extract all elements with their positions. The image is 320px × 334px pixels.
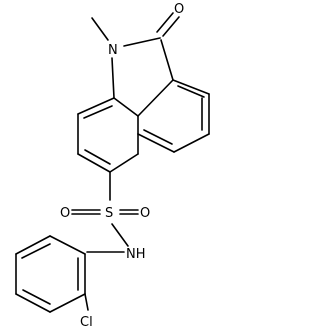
bond-ar-left-4 [109,153,139,173]
bond-ring-fusion-2 [137,79,174,117]
structure-canvas: N O S O O NH Cl [15,2,210,330]
bond-ph-1 [49,235,86,255]
bond-carbonyl-oxygen [162,16,180,37]
bond-ar-right-6-inner [177,85,205,98]
atom-n-amide: NH [126,247,146,262]
bond-c-cl [84,293,89,311]
atom-o-sulfonyl-left: O [60,206,70,221]
bond-ph-2-inner [21,243,51,259]
bond-ar-left-1 [77,97,115,115]
atom-cl: Cl [80,315,93,330]
atom-n-ring: N [108,43,118,58]
bond-ar-right-4-inner [143,129,173,145]
bond-n-carbonyl [123,37,161,47]
bond-ar-right-3 [173,133,210,153]
bond-ar-left-1-inner [83,105,113,119]
bond-ring-fusion [113,97,139,117]
atom-o-sulfonyl-right: O [140,206,150,221]
bond-s-n [111,223,129,247]
bond-ar-left-3-inner [84,149,111,165]
bond-ar-left-3 [77,153,111,173]
bond-ph-2 [15,235,51,255]
bond-carbonyl-oxygen-inner [156,12,174,33]
atom-s-sulfonyl: S [105,206,113,221]
bond-n-aryl [111,57,115,99]
bond-carbonyl-ring [160,39,174,81]
bond-methyl [91,17,109,41]
bond-ph-4 [15,293,51,313]
bond-ph-4-inner [22,289,51,305]
molecule-drawing: N O S O O NH Cl [15,2,210,330]
bond-ar-right-1 [172,79,210,95]
atom-o-carbonyl: O [174,2,184,17]
bond-ph-5 [49,293,86,313]
bond-ar-right-4 [137,133,175,153]
